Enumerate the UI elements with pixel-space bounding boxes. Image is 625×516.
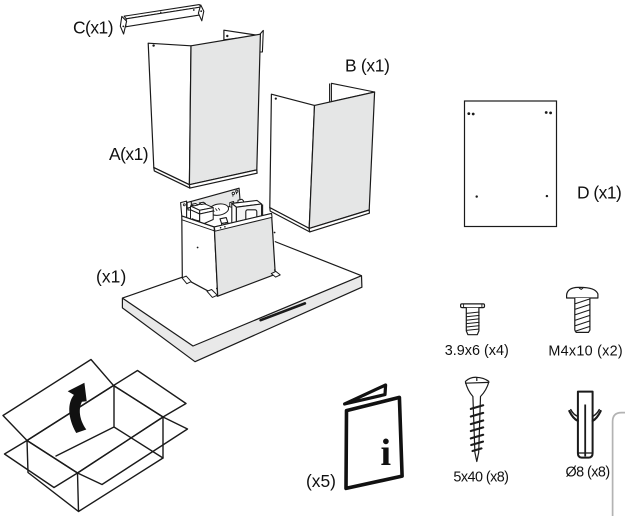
svg-text:5x40 (x8): 5x40 (x8) [453, 470, 508, 486]
svg-text:(x1): (x1) [96, 266, 126, 286]
svg-text:M4x10 (x2): M4x10 (x2) [548, 343, 622, 359]
svg-text:3.9x6 (x4): 3.9x6 (x4) [445, 343, 509, 359]
svg-text:i: i [381, 432, 392, 474]
svg-text:B (x1): B (x1) [345, 56, 390, 76]
svg-text:Ø8 (x8): Ø8 (x8) [566, 464, 610, 480]
svg-text:A(x1): A(x1) [109, 144, 148, 164]
svg-text:C(x1): C(x1) [73, 17, 113, 37]
svg-text:D (x1): D (x1) [577, 182, 621, 202]
svg-text:(x5): (x5) [306, 471, 336, 491]
